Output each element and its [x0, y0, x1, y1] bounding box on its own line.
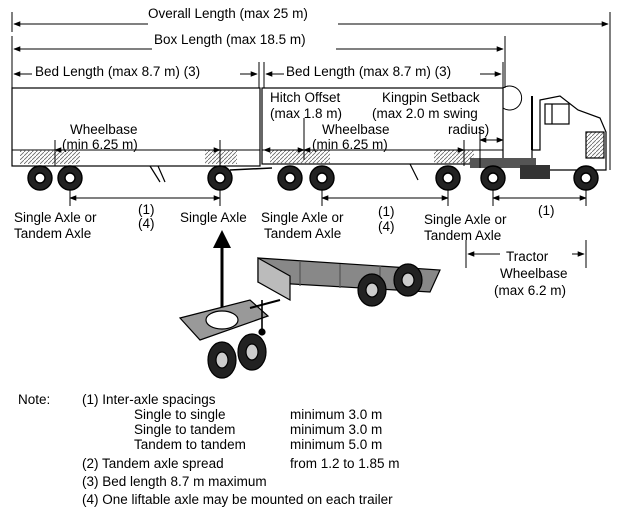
wheelbase-1-value: (min 6.25 m)	[62, 137, 138, 152]
note-1b-value: minimum 3.0 m	[290, 422, 383, 437]
dolly-hitch	[229, 167, 273, 171]
wheel	[309, 165, 335, 191]
pointer-arrow	[213, 230, 231, 310]
bed-length-dimension-2	[263, 62, 504, 88]
wheelbase-2-value: (min 6.25 m)	[312, 137, 388, 152]
note-4: (4) One liftable axle may be mounted on …	[82, 492, 393, 507]
overall-length-label: Overall Length (max 25 m)	[148, 6, 308, 21]
tractor-wheelbase-dimension	[465, 240, 587, 268]
axle-label-4-line1: Single Axle or	[424, 212, 507, 227]
note-2-label: (2) Tandem axle spread	[82, 456, 224, 471]
tractor-wheelbase-value: (max 6.2 m)	[494, 283, 567, 298]
hitch-offset-value: (max 1.8 m)	[270, 106, 343, 121]
wheel	[207, 165, 233, 191]
wheelbase-1-label: Wheelbase	[70, 122, 138, 137]
kingpin-swing-label: (max 2.0 m swing	[372, 106, 478, 121]
hitch-offset-dimension	[263, 118, 305, 160]
spacing-1-note-b: (4)	[138, 216, 155, 231]
wheelbase-1-dimension	[54, 140, 221, 166]
wheels	[27, 165, 599, 191]
axle-label-3-line1: Single Axle or	[261, 210, 344, 225]
note-1b-label: Single to tandem	[134, 422, 236, 437]
spacing-2-note-b: (4)	[378, 219, 395, 234]
note-2-value: from 1.2 to 1.85 m	[290, 456, 400, 471]
bed-length-label-1: Bed Length (max 8.7 m) (3)	[35, 64, 201, 79]
notes-title: Note:	[18, 392, 51, 407]
box-length-label: Box Length (max 18.5 m)	[154, 32, 306, 47]
note-1c-label: Tandem to tandem	[134, 437, 246, 452]
tractor-wheelbase-label-2: Wheelbase	[500, 266, 568, 281]
axle-label-2: Single Axle	[180, 210, 247, 225]
wheel	[57, 165, 83, 191]
wheel	[277, 165, 303, 191]
tractor-wheelbase-label-1: Tractor	[506, 249, 549, 264]
wheel	[435, 165, 461, 191]
wheelbase-2-dimension	[303, 140, 465, 166]
note-3: (3) Bed length 8.7 m maximum	[82, 474, 267, 489]
bed-length-label-2: Bed Length (max 8.7 m) (3)	[286, 64, 452, 79]
overall-length-dimension	[11, 12, 611, 170]
wheel	[480, 165, 506, 191]
axle-label-1-line2: Tandem Axle	[14, 226, 92, 241]
kingpin-radius-label: radius)	[448, 122, 490, 137]
spacing-3-note: (1)	[538, 203, 555, 218]
kingpin-setback-dimension	[479, 128, 504, 168]
trailer-rear-illustration	[257, 256, 441, 307]
hitch-offset-label: Hitch Offset	[270, 90, 341, 105]
axle-label-4-line2: Tandem Axle	[424, 228, 502, 243]
kingpin-setback-label: Kingpin Setback	[382, 90, 480, 105]
bed-length-dimension-1	[11, 62, 260, 88]
swing-radius-arc	[502, 85, 523, 111]
wheel	[27, 165, 53, 191]
dolly-illustration	[178, 299, 281, 379]
note-1c-value: minimum 5.0 m	[290, 437, 383, 452]
axle-label-3-line2: Tandem Axle	[264, 226, 342, 241]
wheelbase-2-label: Wheelbase	[322, 122, 390, 137]
axle-spacing-lines	[69, 190, 587, 206]
note-1a-value: minimum 3.0 m	[290, 407, 383, 422]
note-1: (1) Inter-axle spacings	[82, 392, 216, 407]
tractor	[470, 95, 607, 179]
spacing-2-note-a: (1)	[378, 204, 395, 219]
trailer-1	[11, 87, 261, 183]
note-1a-label: Single to single	[134, 407, 226, 422]
axle-label-1-line1: Single Axle or	[14, 210, 97, 225]
spacing-1-note-a: (1)	[138, 202, 155, 217]
wheel	[573, 165, 599, 191]
